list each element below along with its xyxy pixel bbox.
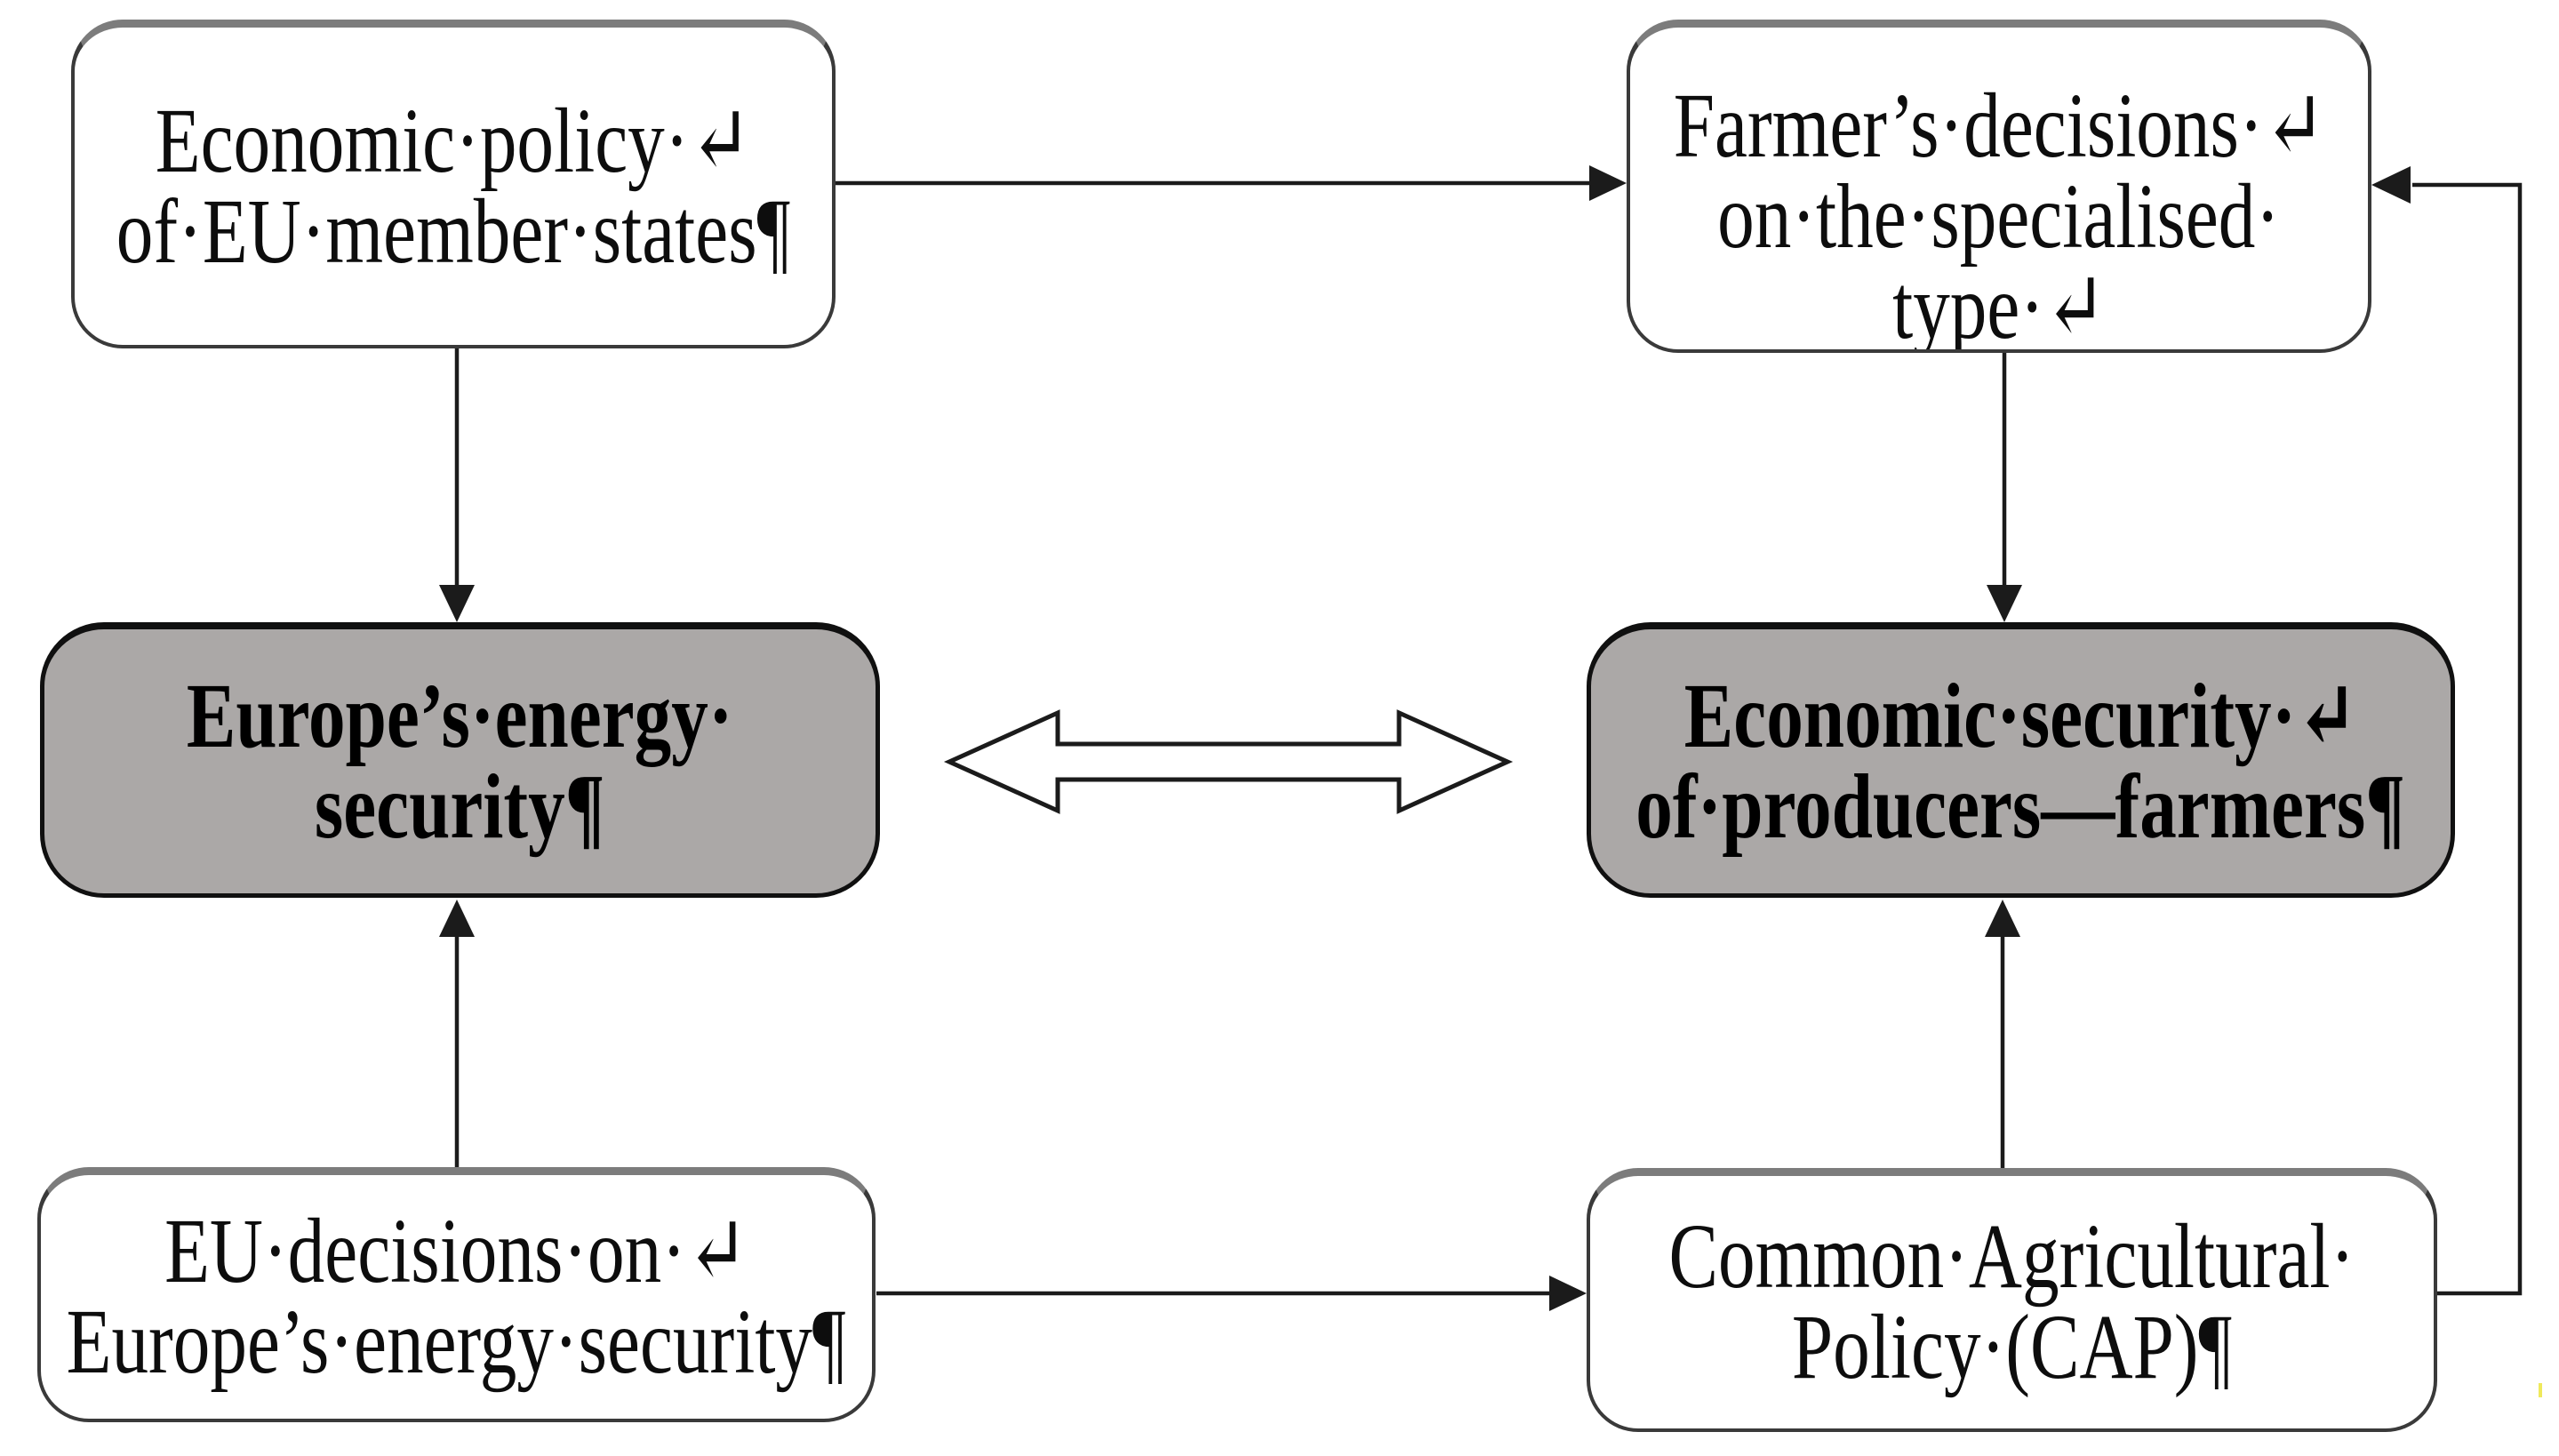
box-economic-security-producers: Economic·security·↵ of·producers—farmers… [1587,622,2455,898]
double-arrow-energy-econsecurity [943,709,1514,814]
box-farmers-decisions-line2: on·the·specialised· [1717,165,2281,268]
box-economic-policy-line1: Economic·policy·↵ [155,89,752,192]
box-eu-decisions-energy-line1: EU·decisions·on·↵ [164,1200,748,1302]
box-economic-policy: Economic·policy·↵ of·EU·member·states¶ [71,20,836,348]
box-europes-energy-security-line1: Europe’s·energy· [187,664,733,767]
box-common-agricultural-policy-line2: Policy·(CAP)¶ [1791,1296,2233,1398]
box-europes-energy-security-line2: security¶ [315,755,605,858]
box-farmers-decisions-line3: type·↵ [1891,256,2107,353]
box-farmers-decisions-line1: Farmer’s·decisions·↵ [1673,75,2325,177]
box-eu-decisions-energy: EU·decisions·on·↵ Europe’s·energy·securi… [37,1167,876,1422]
arrow-decisions-to-econsecurity [1987,353,2022,622]
box-economic-security-producers-line1: Economic·security·↵ [1683,664,2358,767]
arrow-eudecisions-to-cap [876,1276,1587,1311]
box-eu-decisions-energy-line2: Europe’s·energy·security¶ [66,1291,847,1393]
box-common-agricultural-policy-line1: Common·Agricultural· [1668,1205,2355,1308]
box-economic-policy-line2: of·EU·member·states¶ [116,180,791,283]
arrow-policy-to-energy [439,348,475,622]
box-europes-energy-security: Europe’s·energy· security¶ [40,622,880,898]
box-farmers-decisions: Farmer’s·decisions·↵ on·the·specialised·… [1627,20,2371,353]
yellow-artifact-mark [2539,1383,2542,1397]
arrow-cap-to-decisions-feedback [2371,166,2523,1296]
arrow-eudecisions-to-energy [439,900,475,1169]
arrow-cap-to-econsecurity [1985,900,2020,1170]
box-common-agricultural-policy: Common·Agricultural· Policy·(CAP)¶ [1587,1168,2437,1432]
arrow-policy-to-decisions [836,165,1627,201]
box-economic-security-producers-line2: of·producers—farmers¶ [1635,755,2406,858]
